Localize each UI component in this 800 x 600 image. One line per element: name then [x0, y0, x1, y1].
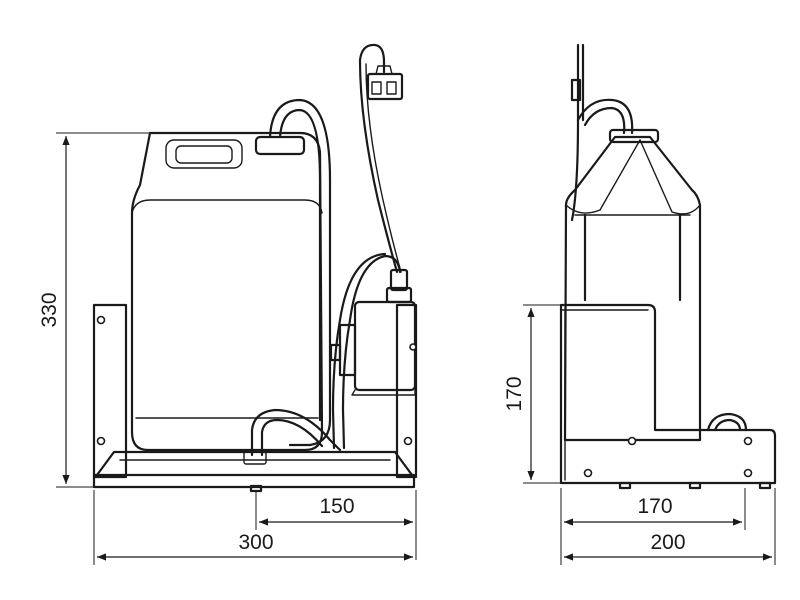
dim-front-height-label: 330: [38, 292, 61, 327]
front-left-bracket: [92, 303, 128, 479]
dim-side-depth: 200: [564, 488, 776, 565]
dim-side-depth-inner: 170: [560, 488, 746, 565]
dim-front-width-label: 300: [238, 531, 273, 554]
canister-cap: [254, 135, 306, 156]
dim-front-half-width-label: 150: [319, 495, 354, 518]
canister-side: [563, 128, 702, 442]
dim-side-depth-label: 200: [650, 531, 685, 554]
dim-front-height: 330: [38, 132, 150, 488]
dim-front-width: 300: [93, 490, 413, 565]
canister: [130, 131, 324, 452]
dim-side-height: 170: [503, 304, 561, 484]
side-bracket: [559, 303, 777, 490]
dim-front-half-width: 150: [255, 490, 417, 560]
dim-side-height-label: 170: [503, 376, 526, 411]
front-base-tray: [92, 450, 416, 493]
hoses: [250, 43, 402, 457]
side-view: [559, 43, 777, 490]
dimensions: 330 150 300 170 170: [38, 132, 776, 565]
dim-side-depth-inner-label: 170: [637, 495, 672, 518]
power-plug: [366, 65, 404, 101]
front-view: [92, 43, 418, 493]
side-hoses: [570, 43, 748, 432]
